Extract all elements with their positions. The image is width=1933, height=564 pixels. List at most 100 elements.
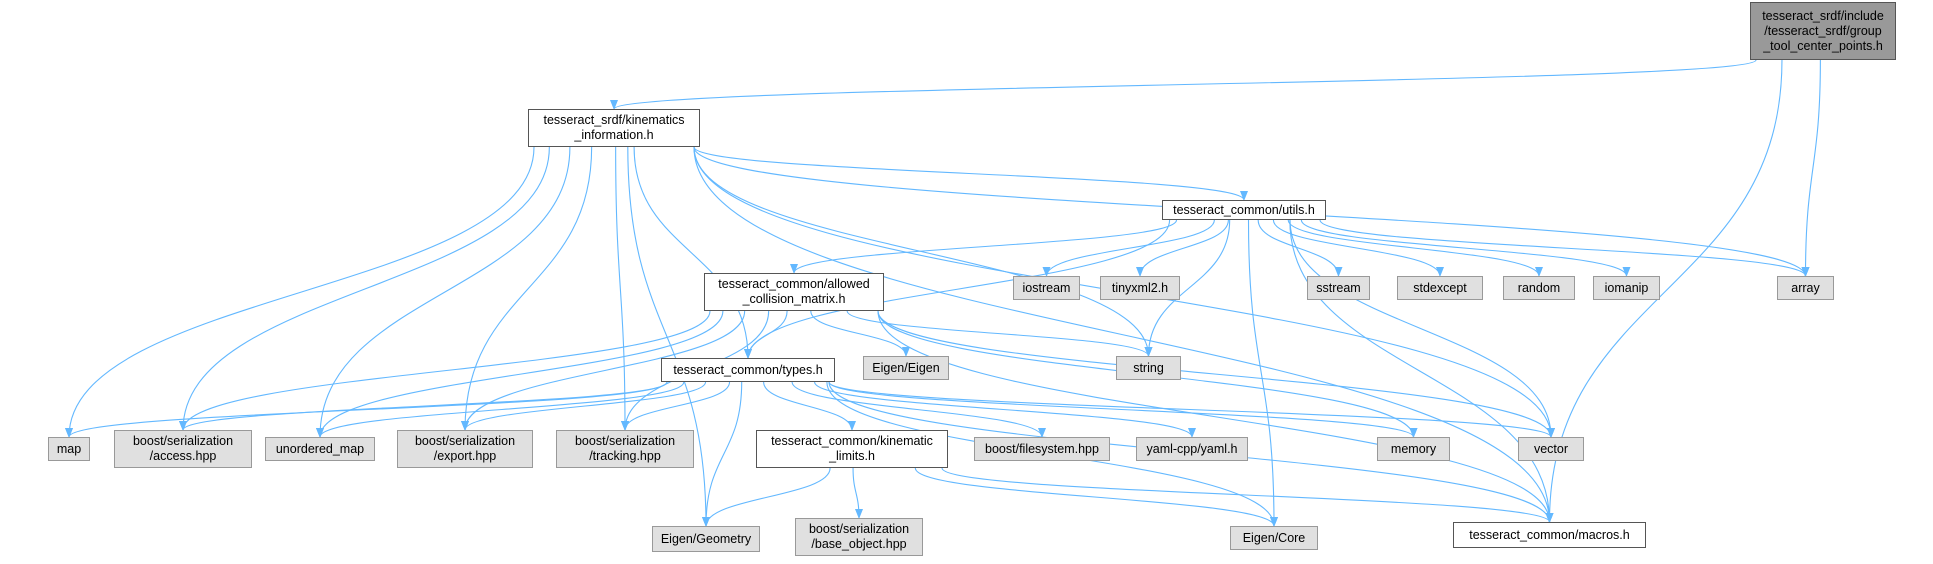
node-label: memory [1390, 441, 1437, 456]
node-label: array [1791, 280, 1820, 295]
node-label: boost/serialization /tracking.hpp [574, 434, 676, 463]
edge-acm-to-string [846, 310, 1153, 357]
edge-types-to-map [65, 381, 668, 438]
edge-kin-info-to-macros [693, 146, 1554, 523]
edge-acm-to-unordered-map [316, 310, 724, 438]
edge-kin-limits-to-base-object [852, 467, 863, 519]
node-label: tesseract_srdf/kinematics _information.h [543, 113, 685, 142]
node-filesystem[interactable]: boost/filesystem.hpp [974, 437, 1110, 461]
node-label: tesseract_common/allowed _collision_matr… [718, 277, 870, 306]
edge-kin-info-to-types [633, 146, 752, 359]
edge-kin-info-to-eigen-geometry [627, 146, 710, 527]
node-acm[interactable]: tesseract_common/allowed _collision_matr… [704, 273, 884, 311]
edge-kin-info-to-utils [693, 146, 1248, 201]
edge-kin-info-to-tracking [615, 146, 629, 431]
edge-group-tcp-to-array [1801, 59, 1821, 277]
node-random[interactable]: random [1503, 276, 1575, 300]
edge-kin-info-to-access [179, 146, 550, 431]
node-label: Eigen/Geometry [660, 531, 752, 546]
node-label: sstream [1316, 280, 1361, 295]
node-eigen-core[interactable]: Eigen/Core [1230, 526, 1318, 550]
node-label: boost/filesystem.hpp [985, 441, 1099, 456]
node-tracking[interactable]: boost/serialization /tracking.hpp [556, 430, 694, 468]
node-label: yaml-cpp/yaml.h [1146, 441, 1238, 456]
edge-utils-to-iomanip [1300, 219, 1631, 277]
edge-utils-to-eigen-core [1247, 219, 1278, 527]
edge-acm-to-access [179, 310, 711, 431]
node-label: Eigen/Core [1242, 530, 1306, 545]
edge-types-to-vector [828, 381, 1555, 438]
node-tinyxml2[interactable]: tinyxml2.h [1100, 276, 1180, 300]
node-label: tesseract_srdf/include /tesseract_srdf/g… [1762, 8, 1884, 53]
node-label: boost/serialization /base_object.hpp [808, 522, 910, 551]
edge-kin-info-to-map [65, 146, 535, 438]
node-iostream[interactable]: iostream [1013, 276, 1080, 300]
edge-utils-to-vector [1289, 219, 1555, 438]
node-label: tesseract_common/types.h [673, 362, 823, 377]
node-memory[interactable]: memory [1377, 437, 1450, 461]
edge-utils-to-tinyxml2 [1136, 219, 1229, 277]
edge-utils-to-string [1144, 219, 1231, 357]
node-label: boost/serialization /access.hpp [132, 434, 234, 463]
edge-types-to-filesystem [791, 381, 1046, 438]
node-iomanip[interactable]: iomanip [1593, 276, 1660, 300]
node-label: tinyxml2.h [1111, 280, 1169, 295]
edge-types-to-access [179, 381, 668, 431]
node-label: Eigen/Eigen [872, 360, 940, 375]
node-vector[interactable]: vector [1518, 437, 1584, 461]
node-base-object[interactable]: boost/serialization /base_object.hpp [795, 518, 923, 556]
node-yaml[interactable]: yaml-cpp/yaml.h [1136, 437, 1248, 461]
node-kin-info[interactable]: tesseract_srdf/kinematics _information.h [528, 109, 700, 147]
edge-types-to-eigen-geometry [702, 381, 743, 527]
node-label: iomanip [1604, 280, 1649, 295]
node-eigen-eigen[interactable]: Eigen/Eigen [863, 356, 949, 380]
node-label: map [56, 441, 82, 456]
node-utils[interactable]: tesseract_common/utils.h [1162, 200, 1326, 220]
node-stdexcept[interactable]: stdexcept [1397, 276, 1483, 300]
edge-types-to-memory [828, 381, 1418, 438]
edge-acm-to-macros [877, 310, 1554, 523]
node-label: stdexcept [1413, 280, 1467, 295]
node-unordered-map[interactable]: unordered_map [265, 437, 375, 461]
edge-utils-to-stdexcept [1272, 219, 1444, 277]
node-label: unordered_map [275, 441, 365, 456]
edge-utils-to-macros [1289, 219, 1554, 523]
edge-types-to-tracking [621, 381, 731, 431]
node-group-tcp[interactable]: tesseract_srdf/include /tesseract_srdf/g… [1750, 2, 1896, 60]
edge-types-to-unordered-map [316, 381, 685, 438]
edge-kin-limits-to-eigen-geometry [702, 467, 831, 527]
node-label: tesseract_common/macros.h [1469, 527, 1630, 542]
node-types[interactable]: tesseract_common/types.h [661, 358, 835, 382]
edge-utils-to-sstream [1257, 219, 1343, 277]
node-export[interactable]: boost/serialization /export.hpp [397, 430, 533, 468]
edge-types-to-yaml [814, 381, 1196, 438]
edge-utils-to-iostream [1042, 219, 1215, 277]
edge-group-tcp-to-macros [1545, 59, 1783, 523]
edge-utils-to-random [1287, 219, 1543, 277]
edge-kin-limits-to-macros [941, 467, 1554, 523]
node-kin-limits[interactable]: tesseract_common/kinematic _limits.h [756, 430, 948, 468]
node-label: iostream [1022, 280, 1071, 295]
edge-acm-to-types [744, 310, 788, 359]
node-label: tesseract_common/utils.h [1173, 202, 1315, 217]
node-access[interactable]: boost/serialization /access.hpp [114, 430, 252, 468]
node-sstream[interactable]: sstream [1307, 276, 1370, 300]
edge-types-to-kin-limits [763, 381, 856, 431]
edge-kin-info-to-export [461, 146, 593, 431]
node-map[interactable]: map [48, 437, 90, 461]
edge-acm-to-eigen-eigen [810, 310, 910, 357]
node-label: vector [1533, 441, 1569, 456]
node-eigen-geometry[interactable]: Eigen/Geometry [652, 526, 760, 552]
edge-kin-limits-to-eigen-core [914, 467, 1278, 527]
node-label: boost/serialization /export.hpp [414, 434, 516, 463]
node-array[interactable]: array [1777, 276, 1834, 300]
node-macros[interactable]: tesseract_common/macros.h [1453, 522, 1646, 548]
node-label: tesseract_common/kinematic _limits.h [771, 434, 933, 463]
node-label: random [1517, 280, 1561, 295]
edge-types-to-export [461, 381, 707, 431]
node-label: string [1133, 360, 1164, 375]
edge-acm-to-vector [877, 310, 1555, 438]
node-string[interactable]: string [1116, 356, 1181, 380]
edge-utils-to-acm [790, 219, 1178, 274]
